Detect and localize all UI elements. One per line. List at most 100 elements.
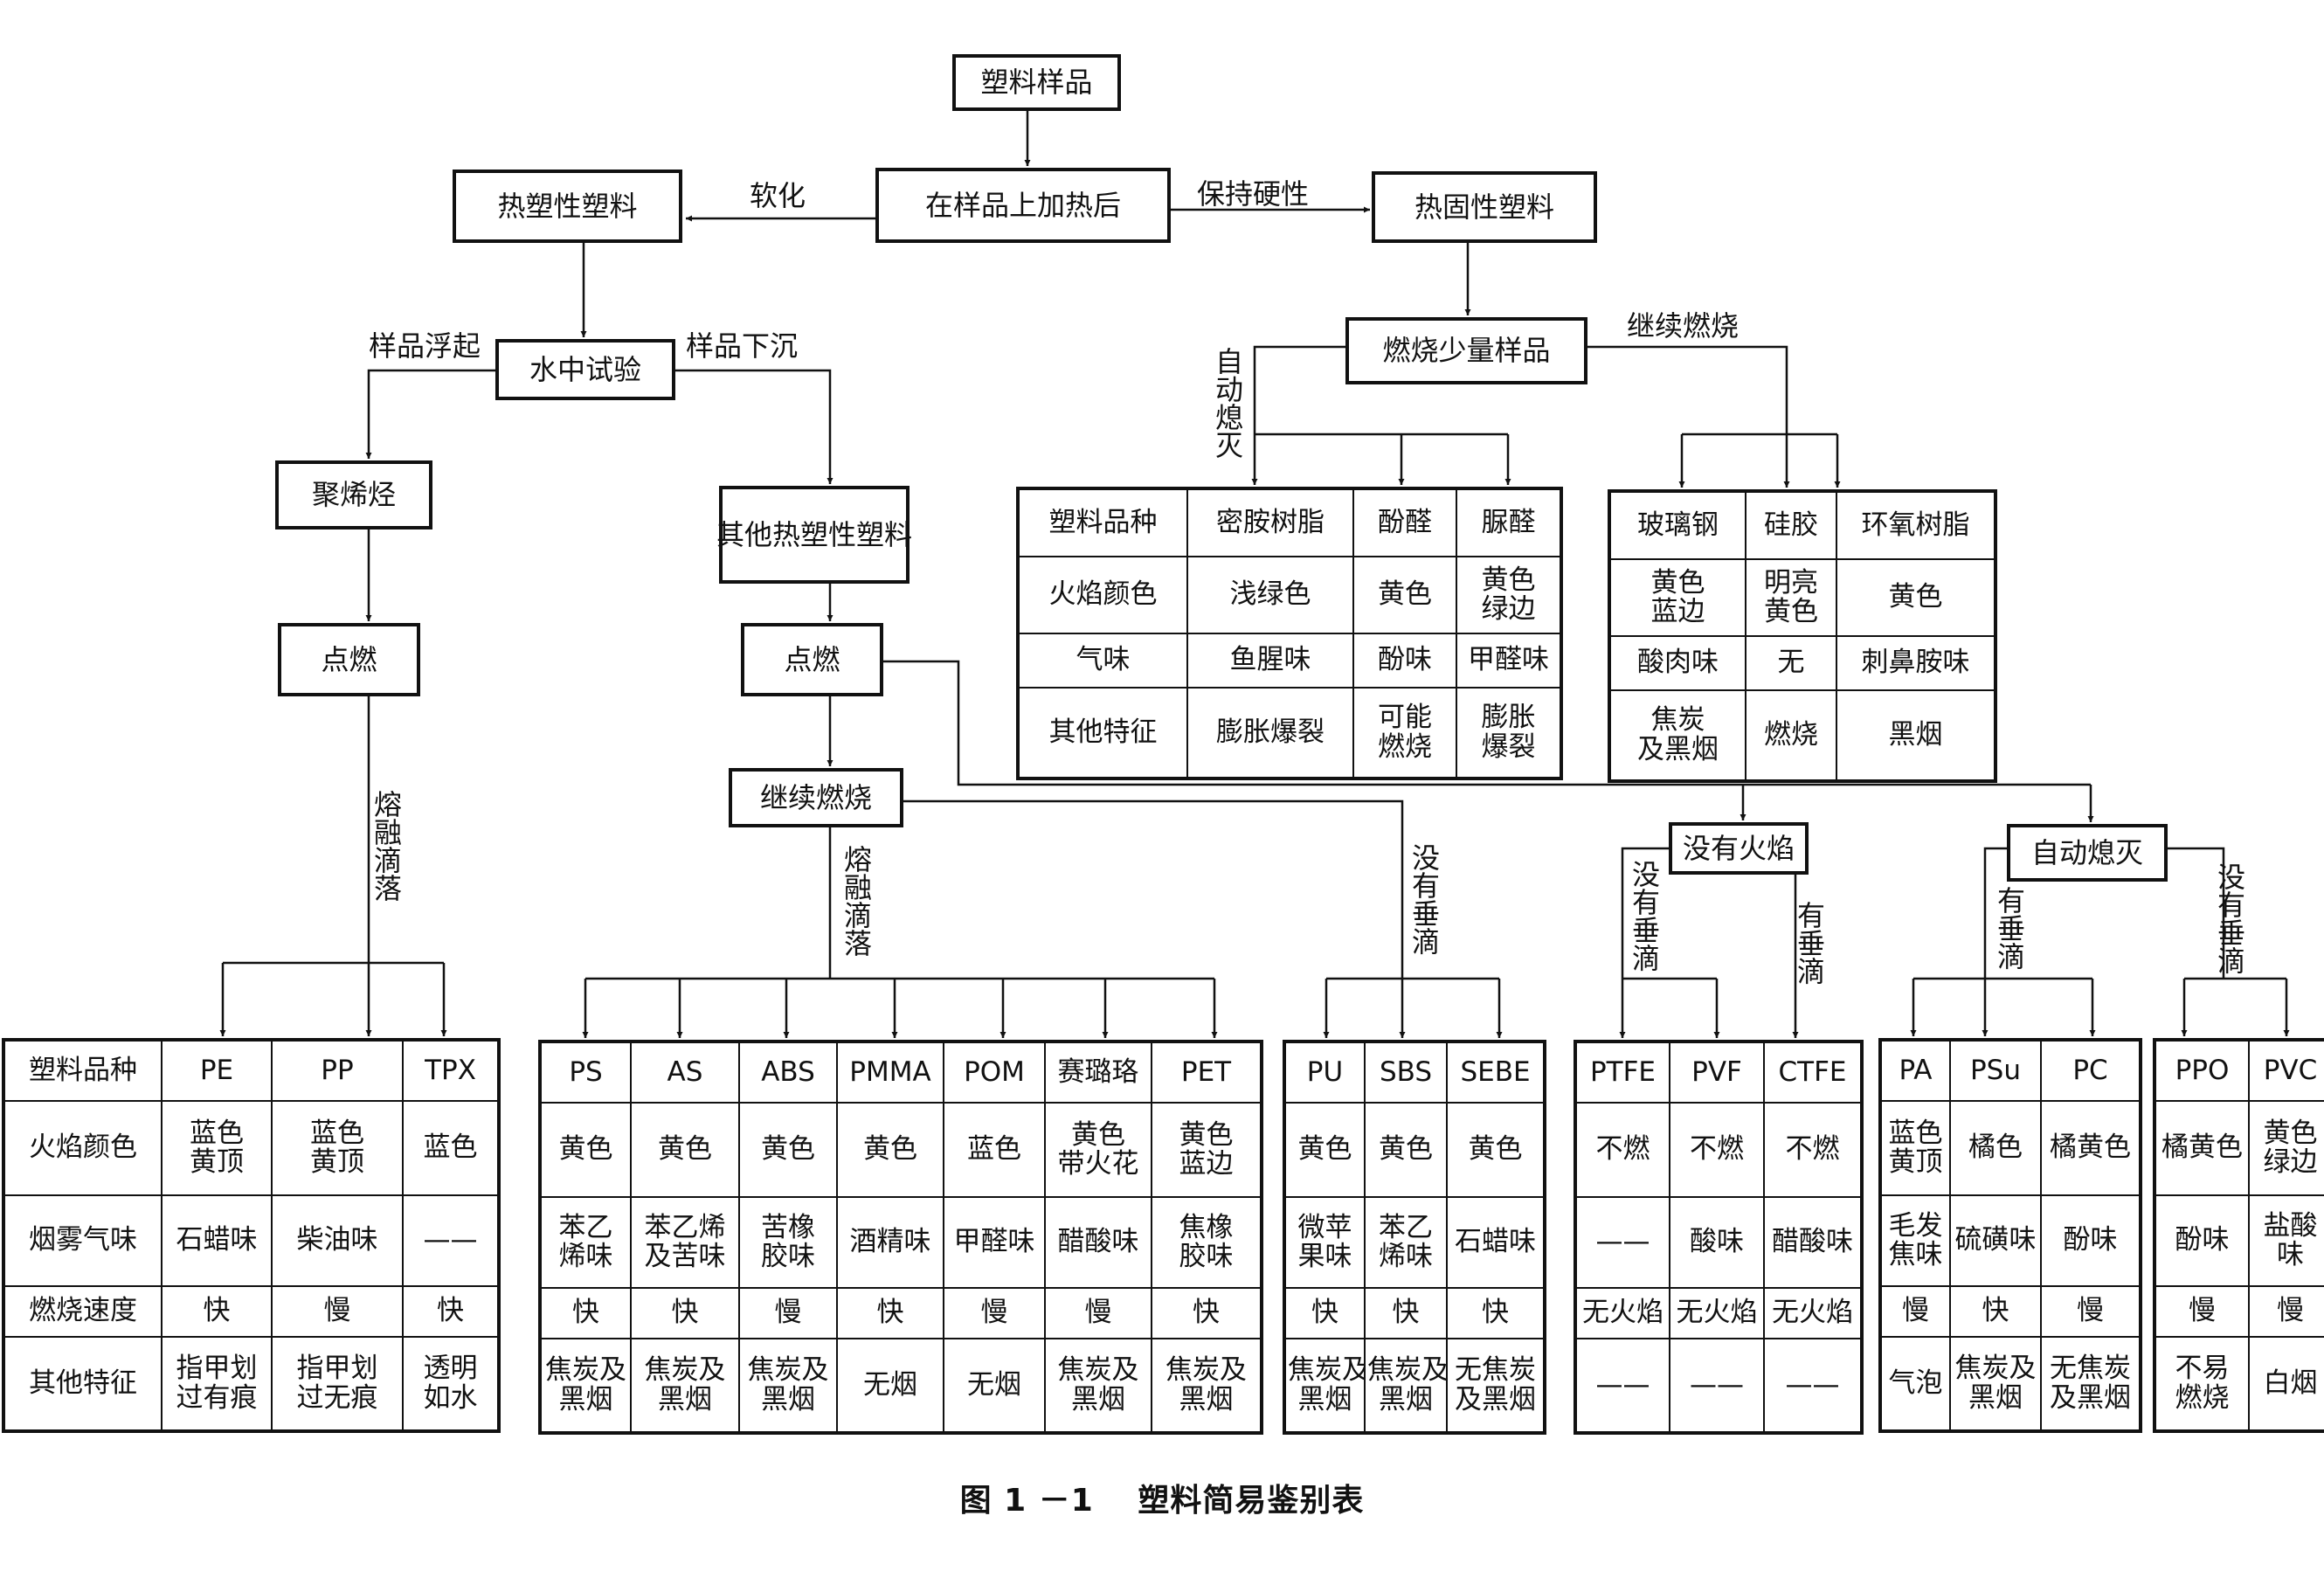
table-cell: 白烟 [2248, 1336, 2324, 1432]
line-noflame-nodrip [1621, 847, 1669, 979]
label-no-drip-noflame: 没 有 垂 滴 [1631, 858, 1660, 975]
table-cell: CTFE [1763, 1041, 1863, 1104]
label-auto-extinguish-vertical: 自 动 熄 灭 [1214, 345, 1243, 462]
table-cell: 焦炭及 黑烟 [630, 1338, 740, 1434]
table-cell: 塑料品种 [1017, 488, 1188, 557]
table-cell: —— [402, 1194, 500, 1287]
table-cell: 焦炭及 黑烟 [1364, 1338, 1448, 1434]
table-cell: 毛发 焦味 [1879, 1194, 1951, 1287]
line-selfext-nodrip [2168, 847, 2225, 979]
node-ignite-left: 点燃 [278, 623, 420, 696]
table-cell: 慢 [943, 1287, 1046, 1339]
table-cell: 不燃 [1574, 1102, 1670, 1198]
table-cell: 慢 [2040, 1285, 2141, 1338]
table-cell: 酚醛 [1352, 488, 1457, 557]
node-self-extinguish: 自动熄灭 [2007, 824, 2168, 882]
table-cell: PET [1151, 1041, 1262, 1104]
table-cell: 焦炭及 黑烟 [738, 1338, 838, 1434]
table-cell: 不燃 [1669, 1102, 1765, 1198]
table-cell: SEBE [1446, 1041, 1546, 1104]
table-cell: 明亮 黄色 [1745, 558, 1837, 637]
table-cell: PP [271, 1039, 404, 1102]
table-cell: 酚味 [2040, 1194, 2141, 1287]
table-row: 无火焰无火焰无火焰 [1574, 1287, 1863, 1339]
table-row: 焦炭及 黑烟焦炭及 黑烟焦炭及 黑烟无烟无烟焦炭及 黑烟焦炭及 黑烟 [539, 1338, 1262, 1434]
table-cell: TPX [402, 1039, 500, 1102]
table-cell: 黄色 带火花 [1044, 1102, 1152, 1198]
table-cell: PE [161, 1039, 273, 1102]
table-cell: 快 [1446, 1287, 1546, 1339]
table-cell: 不易 燃烧 [2154, 1336, 2250, 1432]
table-cell: 无火焰 [1669, 1287, 1765, 1339]
label-melt-drip-left: 熔 融 滴 落 [373, 788, 402, 905]
table-cell: 其他特征 [3, 1336, 163, 1432]
table-cell: 指甲划 过无痕 [271, 1336, 404, 1432]
table-cell: 焦炭及 黑烟 [1151, 1338, 1262, 1434]
table-row: 烟雾气味石蜡味柴油味—— [3, 1194, 500, 1287]
label-keep-hard: 保持硬性 [1197, 177, 1310, 211]
table-cell: 快 [539, 1287, 632, 1339]
table-cell: PS [539, 1041, 632, 1104]
node-continue-burning: 继续燃烧 [729, 768, 903, 827]
table-cell: 黄色 [539, 1102, 632, 1198]
table-cell: 橘色 [1949, 1100, 2042, 1196]
table-cell: 快 [1283, 1287, 1366, 1339]
table-cell: 无火焰 [1574, 1287, 1670, 1339]
label-melt-drip-middle: 熔 融 滴 落 [843, 843, 872, 960]
table-cell: —— [1574, 1196, 1670, 1289]
table-row: 快快快 [1283, 1287, 1546, 1339]
table-cell: 黄色 [738, 1102, 838, 1198]
table-cell: PMMA [836, 1041, 944, 1104]
table-cell: 环氧树脂 [1836, 490, 1996, 560]
table-cell: POM [943, 1041, 1046, 1104]
table-cell: 黄色 [1836, 558, 1996, 637]
table-row: 燃烧速度快慢快 [3, 1285, 500, 1338]
table-cell: PTFE [1574, 1041, 1670, 1104]
table-cell: 苯乙 烯味 [539, 1196, 632, 1289]
table-cell: 不燃 [1763, 1102, 1863, 1198]
table-cell: 黄色 [1283, 1102, 1366, 1198]
node-ignite-right: 点燃 [741, 623, 883, 696]
table-cell: 黄色 绿边 [1456, 556, 1562, 634]
table-cell: 玻璃钢 [1608, 490, 1746, 560]
table-cell: 焦炭及 黑烟 [1283, 1338, 1366, 1434]
table-cell: 苯乙烯 及苦味 [630, 1196, 740, 1289]
line-selfext-drip [1983, 847, 2007, 979]
table-row: 不燃不燃不燃 [1574, 1102, 1863, 1198]
label-sample-sinks: 样品下沉 [686, 329, 799, 363]
table-row: 黄色黄色黄色 [1283, 1102, 1546, 1198]
table-cell: 硅胶 [1745, 490, 1837, 560]
table-cell: 膨胀 爆裂 [1456, 687, 1562, 779]
table-row: 快快慢快慢慢快 [539, 1287, 1262, 1339]
table-cell: SBS [1364, 1041, 1448, 1104]
table-cell: 苯乙 烯味 [1364, 1196, 1448, 1289]
table-cell: —— [1574, 1338, 1670, 1434]
table-cell: 快 [1949, 1285, 2042, 1338]
table-row: 火焰颜色浅绿色黄色黄色 绿边 [1017, 556, 1562, 634]
table-cell: 气泡 [1879, 1336, 1951, 1432]
table-cell: 快 [402, 1285, 500, 1338]
table-cell: 蓝色 黄顶 [1879, 1100, 1951, 1196]
table-row: 慢快慢 [1879, 1285, 2141, 1338]
table-cell: 燃烧速度 [3, 1285, 163, 1338]
table-cell: 指甲划 过有痕 [161, 1336, 273, 1432]
table-row: 毛发 焦味硫磺味酚味 [1879, 1194, 2141, 1287]
table-cell: 硫磺味 [1949, 1194, 2042, 1287]
table-cell: 无火焰 [1763, 1287, 1863, 1339]
line-ignite-right-branch [883, 660, 2091, 786]
table-cell: 快 [836, 1287, 944, 1339]
table-cell: 酒精味 [836, 1196, 944, 1289]
table-cell: 盐酸 味 [2248, 1194, 2324, 1287]
table-cell: 密胺树脂 [1186, 488, 1354, 557]
line-burn-continue [1587, 345, 1788, 434]
table-row: 慢慢 [2154, 1285, 2324, 1338]
table-cell: —— [1763, 1338, 1863, 1434]
table-cell: 微苹 果味 [1283, 1196, 1366, 1289]
